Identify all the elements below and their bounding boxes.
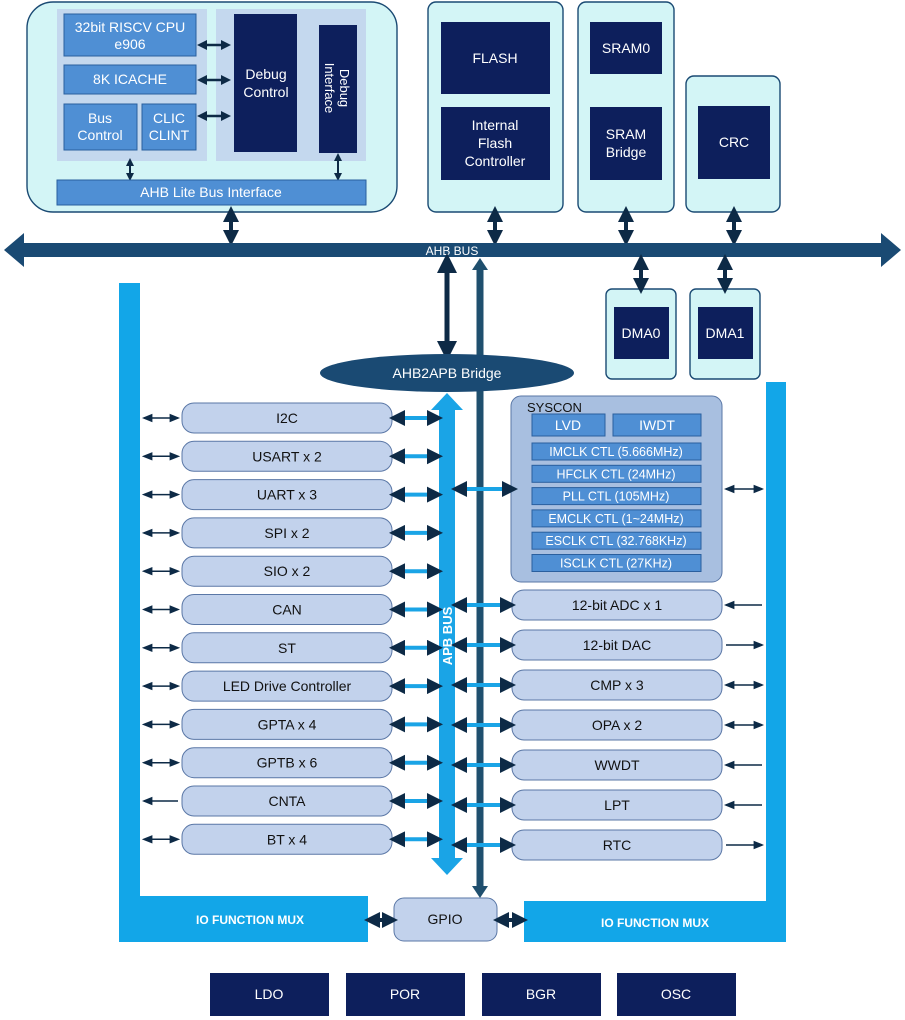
left-periph-6-label: ST	[278, 640, 296, 656]
clock-2-label: PLL CTL (105MHz)	[563, 490, 670, 504]
icache-label: 8K ICACHE	[93, 71, 167, 87]
osc-label: OSC	[661, 986, 691, 1002]
cpu-core-label: 32bit RISCV CPU	[75, 19, 185, 35]
left-periph-7-label: LED Drive Controller	[223, 678, 352, 694]
ahb-to-gpio-arrowhead	[472, 258, 488, 270]
clint-label: CLINT	[149, 127, 190, 143]
right-periph-5-label: LPT	[604, 797, 630, 813]
ldo-box	[210, 973, 329, 1016]
clock-3-box	[531, 509, 702, 528]
clock-5-box	[531, 554, 702, 572]
clock-2-box	[531, 487, 702, 506]
sram-bridge-label-2: Bridge	[606, 144, 647, 160]
ahb-lite-interface-label: AHB Lite Bus Interface	[140, 184, 282, 200]
osc-box	[617, 973, 736, 1016]
ahb2apb-bridge-label: AHB2APB Bridge	[393, 365, 502, 381]
bus-control-box	[63, 103, 138, 151]
ldo-label: LDO	[255, 986, 284, 1002]
dma1-label: DMA1	[706, 325, 745, 341]
lvd-label: LVD	[555, 417, 581, 433]
flash-controller-box	[441, 107, 550, 180]
icache-box	[63, 64, 197, 95]
io-mux-left-label: IO FUNCTION MUX	[196, 913, 304, 927]
flash-controller-label-2: Flash	[478, 135, 512, 151]
debug-interface-label-2: Interface	[322, 63, 337, 114]
bus-control-label: Bus	[88, 110, 112, 126]
right-periph-6-label: RTC	[603, 837, 632, 853]
bgr-label: BGR	[526, 986, 556, 1002]
dma1-box	[698, 307, 753, 359]
ahb-lite-interface-box	[56, 179, 367, 206]
gpio-arrowhead	[472, 886, 488, 898]
left-periph-10-label: CNTA	[268, 793, 306, 809]
left-periph-8-label: GPTA x 4	[258, 716, 317, 732]
clock-4-label: ESCLK CTL (32.768KHz)	[545, 534, 686, 548]
left-periph-11-label: BT x 4	[267, 831, 307, 847]
dma0-box	[614, 307, 669, 359]
debug-interface-label: Debug	[337, 69, 352, 107]
debug-control-box	[234, 14, 297, 152]
bus-control-label-2: Control	[77, 127, 122, 143]
sram0-box	[590, 22, 662, 74]
syscon-title: SYSCON	[527, 400, 582, 415]
dma0-label: DMA0	[622, 325, 661, 341]
sram-bridge-label: SRAM	[606, 126, 646, 142]
left-periph-1-label: USART x 2	[252, 448, 322, 464]
lvd-box	[531, 413, 606, 437]
right-periph-4-label: WWDT	[594, 757, 640, 773]
clock-1-label: HFCLK CTL (24MHz)	[557, 467, 676, 481]
ahb-bus-label: AHB BUS	[426, 244, 479, 258]
por-box	[346, 973, 465, 1016]
right-peripheral-list: 12-bit ADC x 1 12-bit DAC CMP x 3 OPA x 2 WW…	[451, 589, 765, 861]
apb-bus-label: APB BUS	[440, 606, 455, 665]
ahb-bus-arrow	[4, 233, 901, 267]
clock-0-label: IMCLK CTL (5.666MHz)	[549, 445, 683, 459]
right-periph-0-label: 12-bit ADC x 1	[572, 597, 662, 613]
debug-interface-box	[319, 25, 357, 153]
bgr-box	[482, 973, 601, 1016]
clock-1-box	[531, 464, 702, 483]
debug-control-label-2: Control	[243, 84, 288, 100]
sram0-label: SRAM0	[602, 40, 650, 56]
right-periph-1-label: 12-bit DAC	[583, 637, 651, 653]
io-mux-right-label: IO FUNCTION MUX	[601, 916, 709, 930]
left-periph-5-label: CAN	[272, 602, 302, 618]
crc-box	[698, 106, 770, 179]
gpio-label: GPIO	[427, 911, 462, 927]
apb-bus-arrow	[431, 393, 463, 875]
flash-label: FLASH	[472, 50, 517, 66]
flash-box	[441, 22, 550, 94]
ahb2apb-bridge	[320, 354, 574, 392]
clock-0-box	[531, 442, 702, 461]
syscon-clock-list: IMCLK CTL (5.666MHz) HFCLK CTL (24MHz) PLL…	[531, 442, 702, 572]
clock-3-label: EMCLK CTL (1~24MHz)	[548, 512, 683, 526]
clic-clint-box	[141, 103, 197, 151]
left-periph-0-label: I2C	[276, 410, 298, 426]
debug-control-label: Debug	[245, 66, 286, 82]
cpu-core-label-2: e906	[114, 36, 145, 52]
sram-bridge-box	[590, 107, 662, 180]
clock-4-box	[531, 531, 702, 550]
left-periph-4-label: SIO x 2	[264, 563, 311, 579]
crc-label: CRC	[719, 134, 749, 150]
left-periph-3-label: SPI x 2	[264, 525, 309, 541]
right-periph-2-label: CMP x 3	[590, 677, 644, 693]
clock-5-label: ISCLK CTL (27KHz)	[560, 557, 672, 571]
left-periph-2-label: UART x 3	[257, 487, 317, 503]
por-label: POR	[390, 986, 420, 1002]
flash-controller-label-3: Controller	[465, 153, 526, 169]
iwdt-label: IWDT	[639, 417, 675, 433]
flash-controller-label: Internal	[472, 117, 519, 133]
left-peripheral-list: I2C USART x 2 UART x 3 SPI x 2 SIO x 2 CAN ST L…	[141, 402, 443, 855]
left-periph-9-label: GPTB x 6	[257, 755, 318, 771]
cpu-core-box	[63, 13, 197, 57]
iwdt-box	[612, 413, 702, 437]
clic-label: CLIC	[153, 110, 185, 126]
right-periph-3-label: OPA x 2	[592, 717, 643, 733]
